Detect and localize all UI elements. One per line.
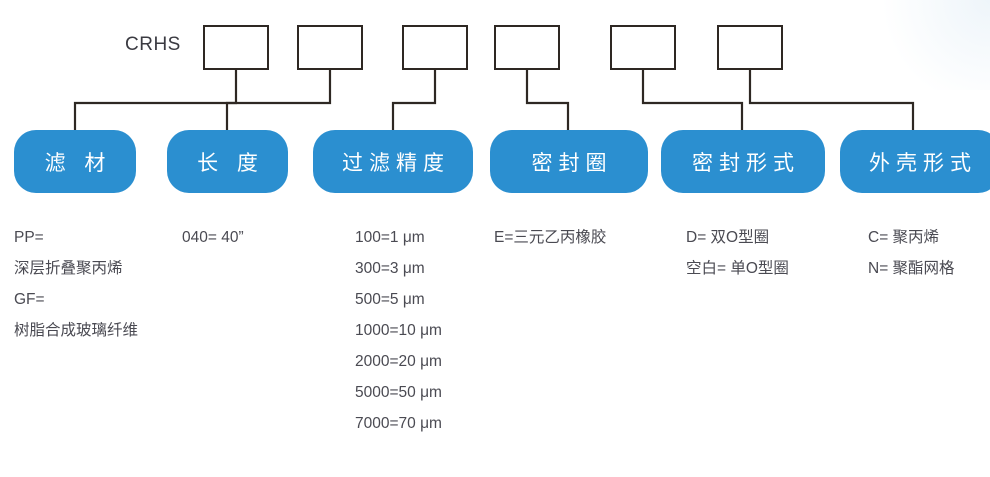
option-column-shell-type: C= 聚丙烯 N= 聚酯网格 xyxy=(868,222,955,284)
option-column-seal-type: D= 双O型圈 空白= 单O型圈 xyxy=(686,222,789,284)
category-label-length: 长 度 xyxy=(197,150,264,175)
option-item: GF= xyxy=(14,291,45,308)
category-label-seal-type: 密封形式 xyxy=(692,150,800,175)
option-item: E=三元乙丙橡胶 xyxy=(494,229,607,246)
category-pill-shell-type[interactable]: 外壳形式 xyxy=(840,130,990,193)
option-item: 树脂合成玻璃纤维 xyxy=(14,322,139,339)
code-box-5[interactable] xyxy=(610,25,676,70)
option-column-filtration-precision: 100=1 μm 300=3 μm 500=5 μm 1000=10 μm 20… xyxy=(355,222,442,439)
category-label-filter-material: 滤 材 xyxy=(44,150,112,175)
option-item: 500=5 μm xyxy=(355,291,425,308)
option-item: 7000=70 μm xyxy=(355,415,442,432)
category-pill-filtration-precision[interactable]: 过滤精度 xyxy=(313,130,473,193)
option-item: 5000=50 μm xyxy=(355,384,442,401)
option-item: 100=1 μm xyxy=(355,229,425,246)
code-box-3[interactable] xyxy=(402,25,468,70)
option-column-length: 040= 40” xyxy=(182,222,244,253)
option-item: N= 聚酯网格 xyxy=(868,260,955,277)
option-item: 空白= 单O型圈 xyxy=(686,260,789,277)
option-item: 040= 40” xyxy=(182,229,244,246)
option-item: 1000=10 μm xyxy=(355,322,442,339)
category-pill-seal-type[interactable]: 密封形式 xyxy=(661,130,825,193)
category-pill-seal-ring[interactable]: 密封圈 xyxy=(490,130,648,193)
category-label-seal-ring: 密封圈 xyxy=(531,150,613,175)
category-label-shell-type: 外壳形式 xyxy=(869,150,977,175)
category-pill-filter-material[interactable]: 滤 材 xyxy=(14,130,136,193)
option-item: 300=3 μm xyxy=(355,260,425,277)
option-column-filter-material: PP= 深层折叠聚丙烯 GF= 树脂合成玻璃纤维 xyxy=(14,222,138,346)
option-item: PP= xyxy=(14,229,44,246)
option-item: C= 聚丙烯 xyxy=(868,229,940,246)
category-label-filtration-precision: 过滤精度 xyxy=(342,150,450,175)
option-item: 深层折叠聚丙烯 xyxy=(14,260,123,277)
option-column-seal-ring: E=三元乙丙橡胶 xyxy=(494,222,606,253)
category-pill-length[interactable]: 长 度 xyxy=(167,130,288,193)
code-prefix-label: CRHS xyxy=(125,34,181,55)
option-item: 2000=20 μm xyxy=(355,353,442,370)
option-item: D= 双O型圈 xyxy=(686,229,770,246)
